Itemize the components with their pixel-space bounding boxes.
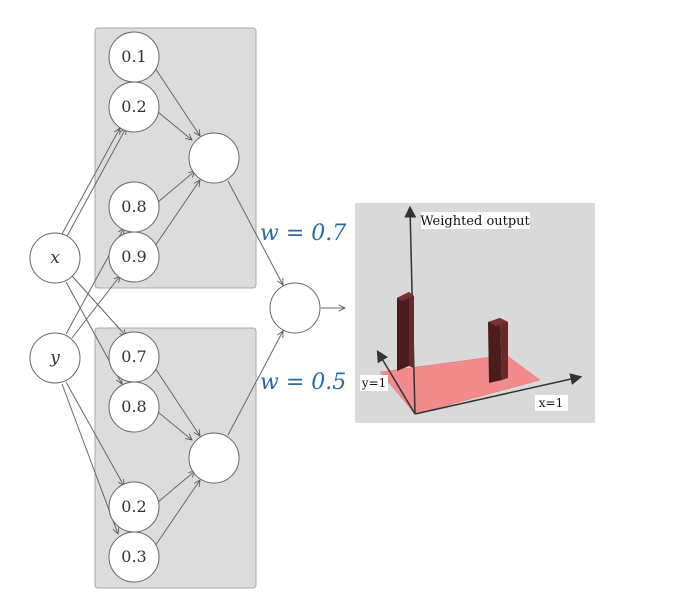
hidden-node-bottom-3: 0.2 bbox=[108, 481, 160, 533]
hidden-node-bottom-1: 0.7 bbox=[108, 331, 160, 383]
output-bar-right bbox=[488, 318, 508, 383]
plot-title: Weighted output bbox=[420, 214, 530, 229]
y-axis bbox=[376, 349, 416, 415]
input-y-label: y bbox=[49, 348, 60, 368]
x-axis-label-bg bbox=[535, 395, 568, 411]
input-x-label: x bbox=[50, 248, 60, 268]
node-value: 0.7 bbox=[121, 347, 146, 366]
input-node-y: y bbox=[29, 332, 81, 384]
x-axis bbox=[414, 373, 583, 415]
node-value: 0.9 bbox=[121, 247, 146, 266]
y-axis-label-bg bbox=[360, 375, 388, 391]
weighted-output-plot: Weighted output y=1 x=1 bbox=[355, 203, 595, 423]
weight-bottom-label: w = 0.5 bbox=[260, 370, 346, 395]
node-value: 0.2 bbox=[121, 97, 146, 116]
final-output-node bbox=[269, 282, 321, 334]
hidden-node-top-1: 0.1 bbox=[108, 31, 160, 83]
top-group-output-node bbox=[188, 132, 240, 184]
x-axis-label: x=1 bbox=[539, 396, 563, 410]
hidden-node-bottom-2: 0.8 bbox=[108, 381, 160, 433]
hidden-node-bottom-4: 0.3 bbox=[108, 531, 160, 583]
node-value: 0.3 bbox=[121, 547, 146, 566]
hidden-node-top-3: 0.8 bbox=[108, 181, 160, 233]
hidden-node-top-4: 0.9 bbox=[108, 231, 160, 283]
weight-top-label: w = 0.7 bbox=[260, 221, 346, 246]
plot-title-bg bbox=[421, 212, 530, 229]
node-value: 0.1 bbox=[121, 47, 146, 66]
output-bar-left bbox=[397, 292, 414, 371]
input-node-x: x bbox=[29, 232, 81, 284]
node-value: 0.8 bbox=[121, 397, 146, 416]
node-value: 0.8 bbox=[121, 197, 146, 216]
hidden-node-top-2: 0.2 bbox=[108, 81, 160, 133]
node-value: 0.2 bbox=[121, 497, 146, 516]
y-axis-label: y=1 bbox=[361, 376, 386, 390]
bottom-group-output-node bbox=[188, 432, 240, 484]
